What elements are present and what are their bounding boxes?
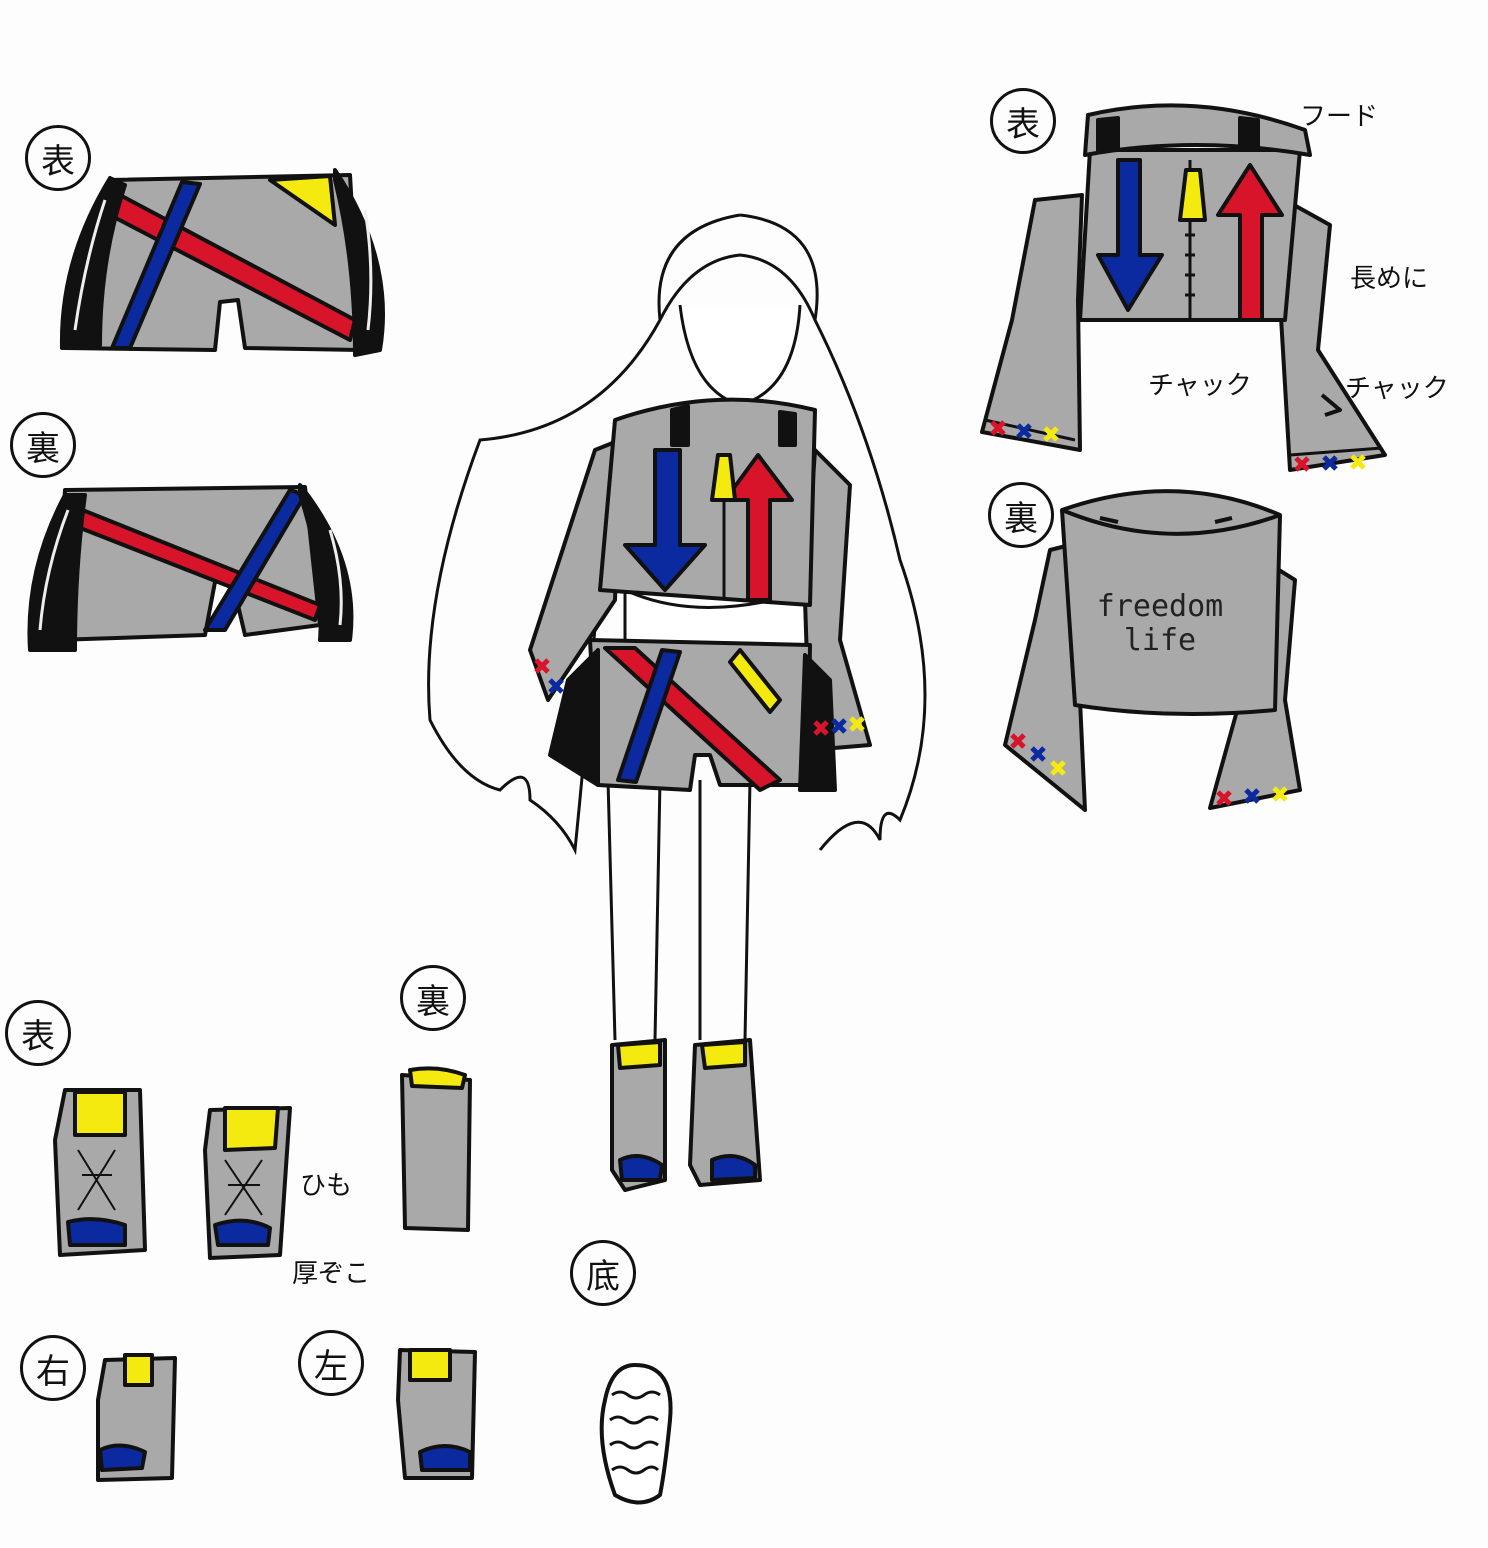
character-outfit [528, 397, 872, 1192]
character-cuff-marks [534, 658, 865, 736]
shoe-back [400, 1066, 472, 1232]
shoes-front-label: 表 [5, 1000, 71, 1066]
shorts-back-drawing [27, 483, 354, 652]
character-figure [427, 213, 927, 1041]
shoe-left [396, 1348, 477, 1480]
shorts-back-label: 裏 [10, 412, 76, 478]
shorts-front-label: 表 [25, 125, 91, 191]
shoes-left-label: 左 [298, 1330, 364, 1396]
zipper-sleeve-note: チャック [1345, 374, 1449, 404]
shoe-front-2 [203, 1106, 292, 1260]
zipper-front-note: チャック [1148, 371, 1252, 401]
hood-note: フード [1300, 102, 1379, 132]
hoodie-back-cuff-marks [1010, 733, 1288, 806]
back-print-line2: life [1123, 623, 1197, 658]
hoodie-front-drawing [980, 103, 1387, 472]
longer-note: 長めに [1350, 264, 1429, 294]
shoes-back-label: 裏 [400, 965, 466, 1031]
shoes-right-label: 右 [20, 1335, 86, 1401]
hoodie-front-cuff-marks [990, 420, 1366, 472]
back-print-line1: freedom [1096, 589, 1224, 624]
shoes-sole-label: 底 [570, 1240, 636, 1306]
shoe-sole [599, 1363, 673, 1505]
shorts-front-drawing [59, 168, 385, 357]
shoe-right [96, 1353, 177, 1482]
thick-sole-note: 厚ぞこ [292, 1259, 371, 1289]
laces-note: ひも [300, 1171, 353, 1201]
hoodie-back-label: 裏 [988, 482, 1054, 548]
back-print-text: freedom life [1090, 590, 1230, 658]
hoodie-front-label: 表 [990, 88, 1056, 154]
shoe-front-1 [53, 1088, 147, 1257]
hoodie-back-drawing [1003, 489, 1302, 812]
